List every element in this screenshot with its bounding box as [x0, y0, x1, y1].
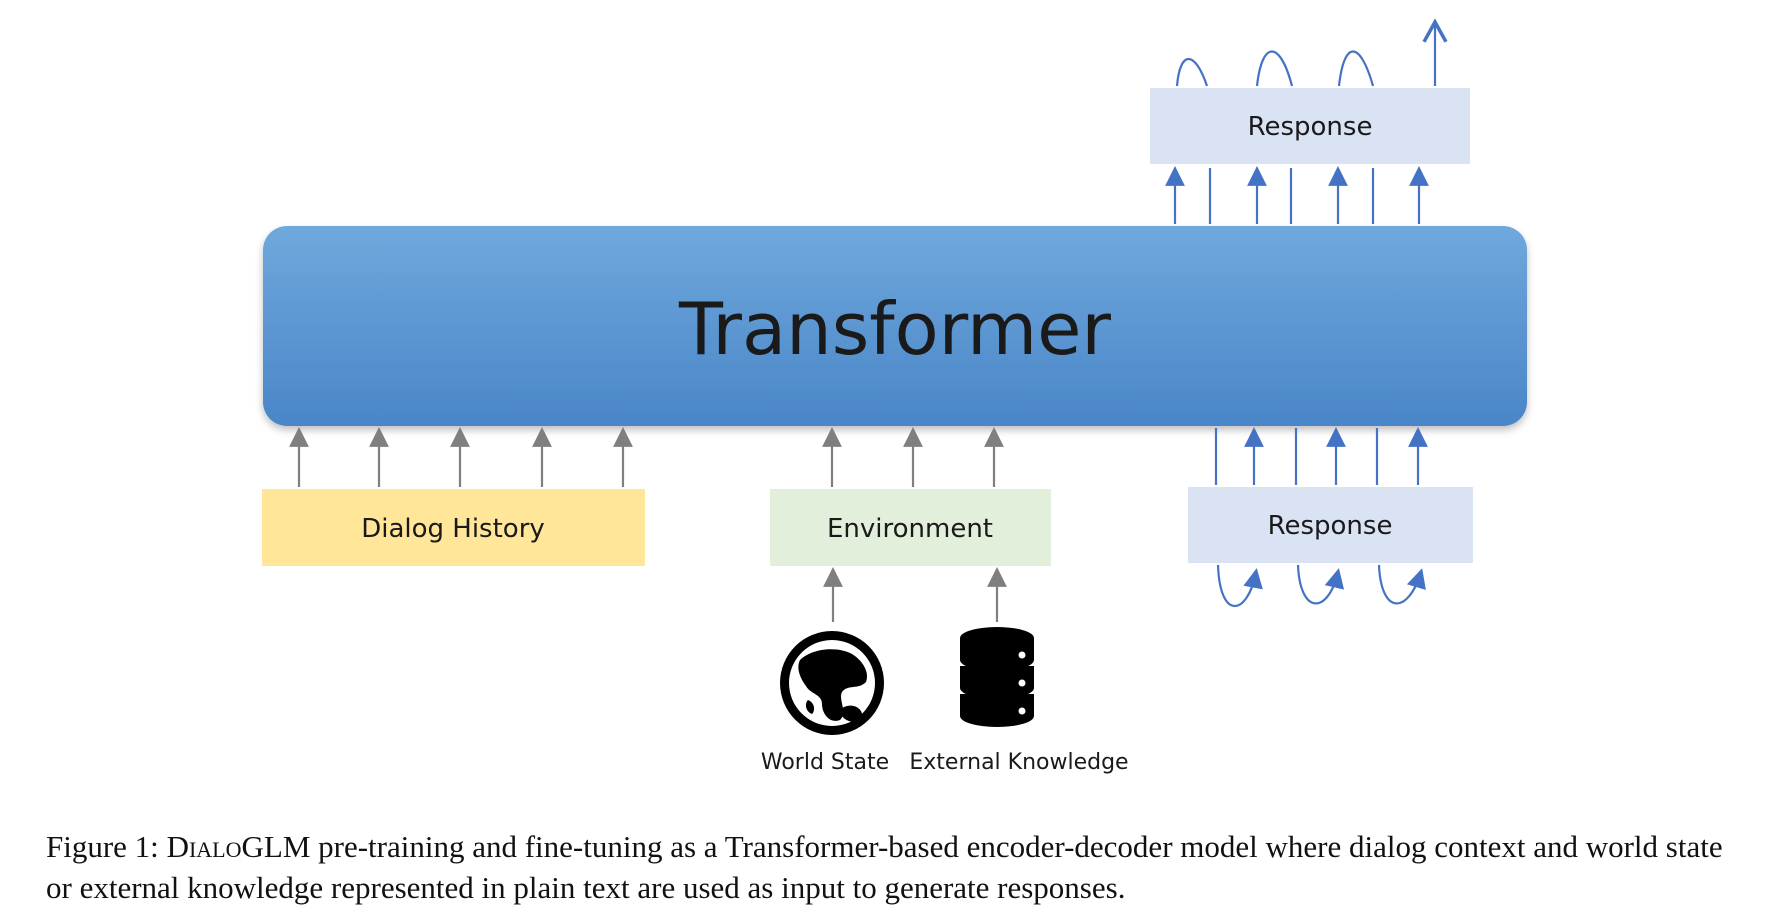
figure-caption: Figure 1: DialoGLM pre-training and fine…: [46, 826, 1746, 908]
source-arrows: [823, 567, 1007, 622]
response-input-label: Response: [1268, 511, 1393, 541]
decoder-output-arrows: [1165, 166, 1429, 224]
caption-prefix: Figure 1:: [46, 829, 167, 864]
dialog-history-box: Dialog History: [262, 489, 645, 566]
environment-box: Environment: [770, 489, 1051, 566]
environment-label: Environment: [827, 514, 993, 544]
caption-text: pre-training and fine-tuning as a Transf…: [46, 829, 1723, 905]
transformer-block: Transformer: [263, 226, 1527, 426]
dialog-history-label: Dialog History: [361, 514, 545, 544]
transformer-label: Transformer: [678, 287, 1111, 371]
decoder-input-arrows: [1214, 427, 1428, 485]
response-output-box: Response: [1150, 88, 1470, 164]
architecture-diagram: Transformer Response Response Dialog His…: [262, 18, 1527, 775]
database-icon: [960, 627, 1034, 727]
caption-model-name: DialoGLM: [166, 829, 311, 864]
world-state-label: World State: [761, 750, 889, 775]
response-output-label: Response: [1248, 112, 1373, 142]
top-loop-arrows: [1175, 18, 1448, 87]
environment-arrows: [822, 427, 1004, 487]
response-input-box: Response: [1188, 487, 1473, 563]
dialog-history-arrows: [289, 427, 633, 487]
globe-icon: [780, 631, 884, 735]
external-knowledge-label: External Knowledge: [909, 750, 1128, 775]
bottom-loop-arrows: [1216, 564, 1426, 608]
